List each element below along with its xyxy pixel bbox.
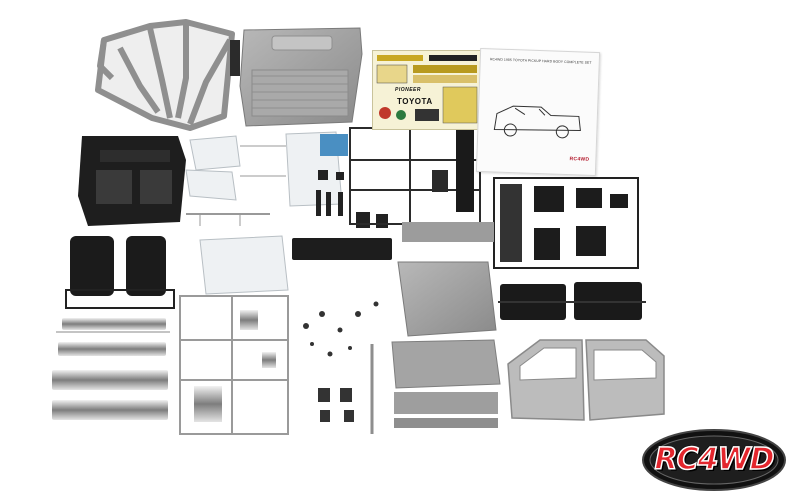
tailgate bbox=[402, 222, 494, 242]
manual-brand-logo: RC4WD bbox=[569, 156, 590, 163]
decal-toyota-text: TOYOTA bbox=[397, 97, 433, 106]
hardware-bits bbox=[303, 301, 379, 422]
blue-parts bbox=[320, 134, 348, 156]
brand-logo: RC4WD bbox=[641, 428, 787, 492]
manual-title: RC4WD 1985 TOYOTA PICKUP HARD BODY COMPL… bbox=[489, 57, 592, 65]
door-panels bbox=[498, 282, 646, 320]
black-sprue-right bbox=[493, 177, 639, 269]
chrome-parts-sprue bbox=[179, 295, 289, 435]
hood bbox=[397, 261, 497, 337]
decal-pioneer-text: PIONEER bbox=[395, 87, 422, 93]
interior-tub bbox=[78, 136, 186, 226]
chrome-bumpers bbox=[52, 318, 170, 420]
truck-illustration bbox=[493, 105, 581, 139]
logo-badge-shape bbox=[642, 429, 786, 491]
dash-sprue bbox=[370, 339, 501, 434]
grille bbox=[292, 238, 392, 260]
instruction-manual: RC4WD 1985 TOYOTA PICKUP HARD BODY COMPL… bbox=[475, 47, 601, 177]
small-black-parts bbox=[316, 170, 388, 228]
bed-box bbox=[239, 27, 363, 127]
black-seats bbox=[65, 236, 175, 309]
decal-sheet: PIONEER TOYOTA bbox=[372, 50, 484, 130]
decal-graphics bbox=[376, 55, 478, 124]
cab-frame bbox=[95, 19, 235, 131]
logo-text: RC4WD bbox=[654, 441, 775, 478]
clear-windows bbox=[185, 131, 343, 295]
